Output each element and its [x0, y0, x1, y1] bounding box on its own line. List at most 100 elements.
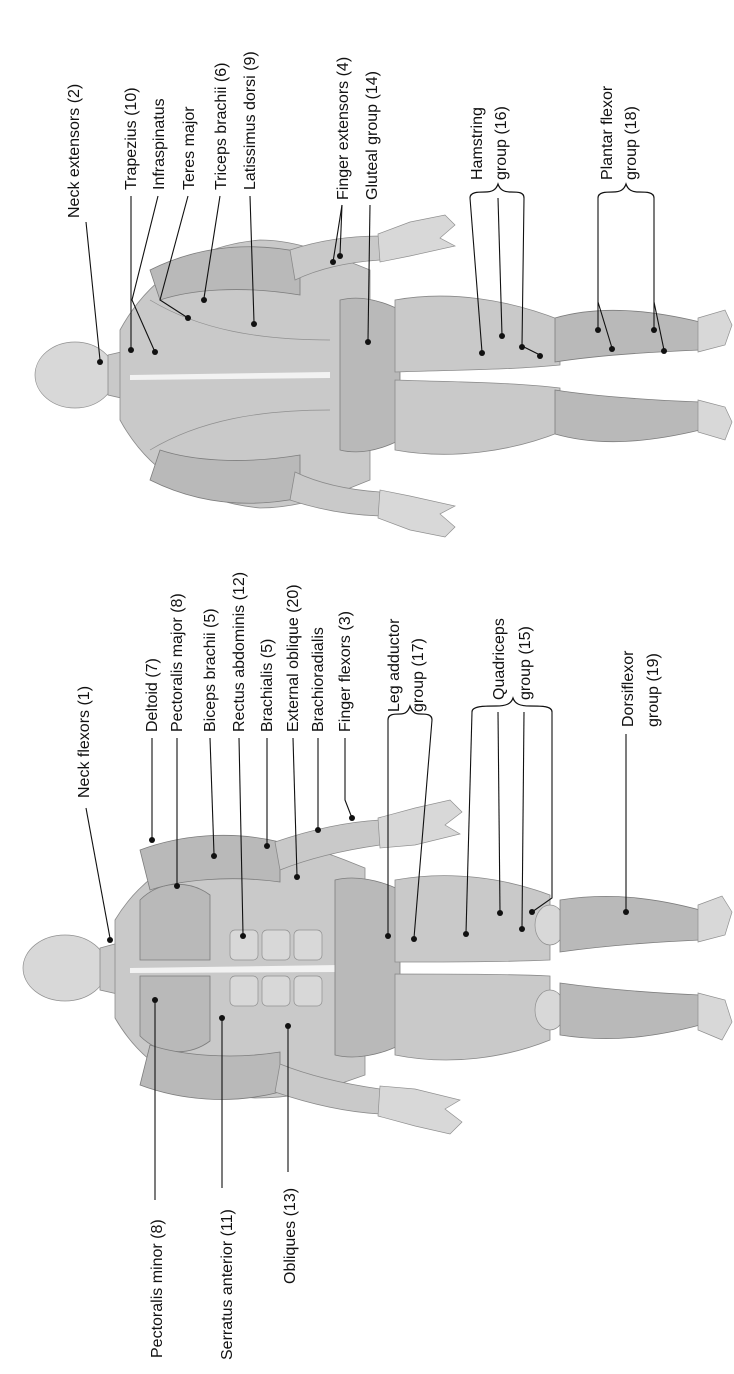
posterior-head	[35, 342, 115, 408]
dot-finger-extensors-a	[330, 259, 336, 265]
posterior-hand-top	[378, 215, 455, 262]
dot-external-oblique	[294, 874, 300, 880]
anterior-foot-bottom	[698, 993, 732, 1040]
posterior-leg-top	[555, 310, 700, 362]
label-neck-flexors: Neck flexors (1)	[76, 686, 93, 798]
dot-hamstring-b	[499, 333, 505, 339]
dot-quadriceps-c	[519, 926, 525, 932]
label-hamstring-group: group (16)	[493, 106, 510, 180]
anterior-leg-bottom	[560, 983, 700, 1039]
anterior-thigh-bottom	[395, 974, 550, 1060]
dot-plantar-flexor-b	[609, 346, 615, 352]
dot-finger-flexors	[349, 815, 355, 821]
dot-serratus-anterior	[219, 1015, 225, 1021]
anterior-labels-bottom: Pectoralis minor (8) Serratus anterior (…	[149, 1188, 299, 1360]
anterior-head	[23, 935, 107, 1001]
label-rectus-abdominis: Rectus abdominis (12)	[231, 572, 248, 732]
label-external-oblique: External oblique (20)	[285, 584, 302, 732]
dot-leg-adductor-b	[411, 936, 417, 942]
leader-finger-flexors	[345, 738, 352, 818]
anterior-pec-bottom	[140, 976, 210, 1052]
label-pectoralis-minor: Pectoralis minor (8)	[149, 1219, 166, 1358]
label-pectoralis-major: Pectoralis major (8)	[169, 593, 186, 732]
anterior-pec-top	[140, 884, 210, 960]
anterior-foot-top	[698, 896, 732, 942]
dot-leg-adductor-a	[385, 933, 391, 939]
dot-teres-major	[185, 315, 191, 321]
label-latissimus-dorsi: Latissimus dorsi (9)	[242, 51, 259, 190]
dot-pectoralis-major	[174, 883, 180, 889]
posterior-pelvis	[340, 298, 400, 452]
label-neck-extensors: Neck extensors (2)	[66, 84, 83, 218]
label-brachioradialis: Brachioradialis	[310, 627, 327, 732]
dot-obliques	[285, 1023, 291, 1029]
dot-neck-extensors	[97, 359, 103, 365]
label-finger-flexors: Finger flexors (3)	[337, 611, 354, 732]
posterior-thigh-bottom	[395, 380, 560, 454]
leader-neck-flexors	[86, 808, 110, 938]
label-triceps-brachii: Triceps brachii (6)	[213, 63, 230, 190]
dot-quadriceps-d	[529, 909, 535, 915]
label-trapezius: Trapezius (10)	[123, 87, 140, 190]
posterior-labels: Neck extensors (2) Trapezius (10) Infras…	[66, 51, 640, 218]
brace-hamstring	[470, 184, 524, 198]
leader-quadriceps-d	[532, 712, 552, 912]
anterior-hand-bottom	[378, 1086, 462, 1134]
label-teres-major: Teres major	[181, 106, 198, 190]
dot-infraspinatus	[152, 349, 158, 355]
label-dorsiflexor-group: group (19)	[645, 653, 662, 727]
posterior-foot-bottom	[698, 400, 732, 440]
dot-latissimus-dorsi	[251, 321, 257, 327]
dot-hamstring-c	[519, 344, 525, 350]
dot-plantar-flexor-c	[651, 327, 657, 333]
posterior-foot-top	[698, 310, 732, 352]
label-plantar-flexor-group: group (18)	[623, 106, 640, 180]
anterior-pelvis	[335, 878, 400, 1057]
dot-brachialis	[264, 843, 270, 849]
dot-hamstring-a	[479, 350, 485, 356]
label-infraspinatus: Infraspinatus	[151, 98, 168, 190]
dot-deltoid	[149, 837, 155, 843]
label-leg-adductor-group: group (17)	[410, 638, 427, 712]
label-finger-extensors: Finger extensors (4)	[335, 57, 352, 200]
dot-quadriceps-a	[463, 931, 469, 937]
label-brachialis: Brachialis (5)	[259, 639, 276, 732]
dot-hamstring-d	[537, 353, 543, 359]
leader-neck-extensors	[86, 222, 100, 360]
posterior-figure	[35, 215, 732, 537]
anterior-leg-top	[560, 896, 700, 952]
label-biceps-brachii: Biceps brachii (5)	[202, 608, 219, 732]
posterior-thigh-top	[395, 296, 560, 372]
posterior-leg-bottom	[555, 390, 700, 442]
dot-dorsiflexor	[623, 909, 629, 915]
dot-rectus-abdominis	[240, 933, 246, 939]
brace-quadriceps	[472, 698, 552, 712]
label-plantar-flexor: Plantar flexor	[599, 85, 616, 180]
dot-biceps-brachii	[211, 853, 217, 859]
label-deltoid: Deltoid (7)	[144, 658, 161, 732]
label-dorsiflexor: Dorsiflexor	[620, 650, 637, 727]
dot-plantar-flexor-d	[661, 348, 667, 354]
label-quadriceps: Quadriceps	[491, 618, 508, 700]
dot-neck-flexors	[107, 937, 113, 943]
dot-gluteal-group	[365, 339, 371, 345]
dot-trapezius	[128, 347, 134, 353]
anterior-hand-top	[378, 800, 462, 848]
label-quadriceps-group: group (15)	[517, 626, 534, 700]
dot-plantar-flexor-a	[595, 327, 601, 333]
label-serratus-anterior: Serratus anterior (11)	[219, 1209, 236, 1360]
anterior-labels-top: Neck flexors (1) Deltoid (7) Pectoralis …	[76, 572, 662, 798]
brace-plantar-flexor	[598, 184, 654, 198]
label-gluteal-group: Gluteal group (14)	[364, 71, 381, 200]
dot-brachioradialis	[315, 827, 321, 833]
dot-finger-extensors-b	[337, 253, 343, 259]
label-obliques: Obliques (13)	[282, 1188, 299, 1284]
label-leg-adductor: Leg adductor	[386, 618, 403, 712]
dot-quadriceps-b	[497, 910, 503, 916]
dot-triceps-brachii	[201, 297, 207, 303]
dot-pectoralis-minor	[152, 997, 158, 1003]
label-hamstring: Hamstring	[469, 107, 486, 180]
posterior-hand-bottom	[378, 490, 455, 537]
